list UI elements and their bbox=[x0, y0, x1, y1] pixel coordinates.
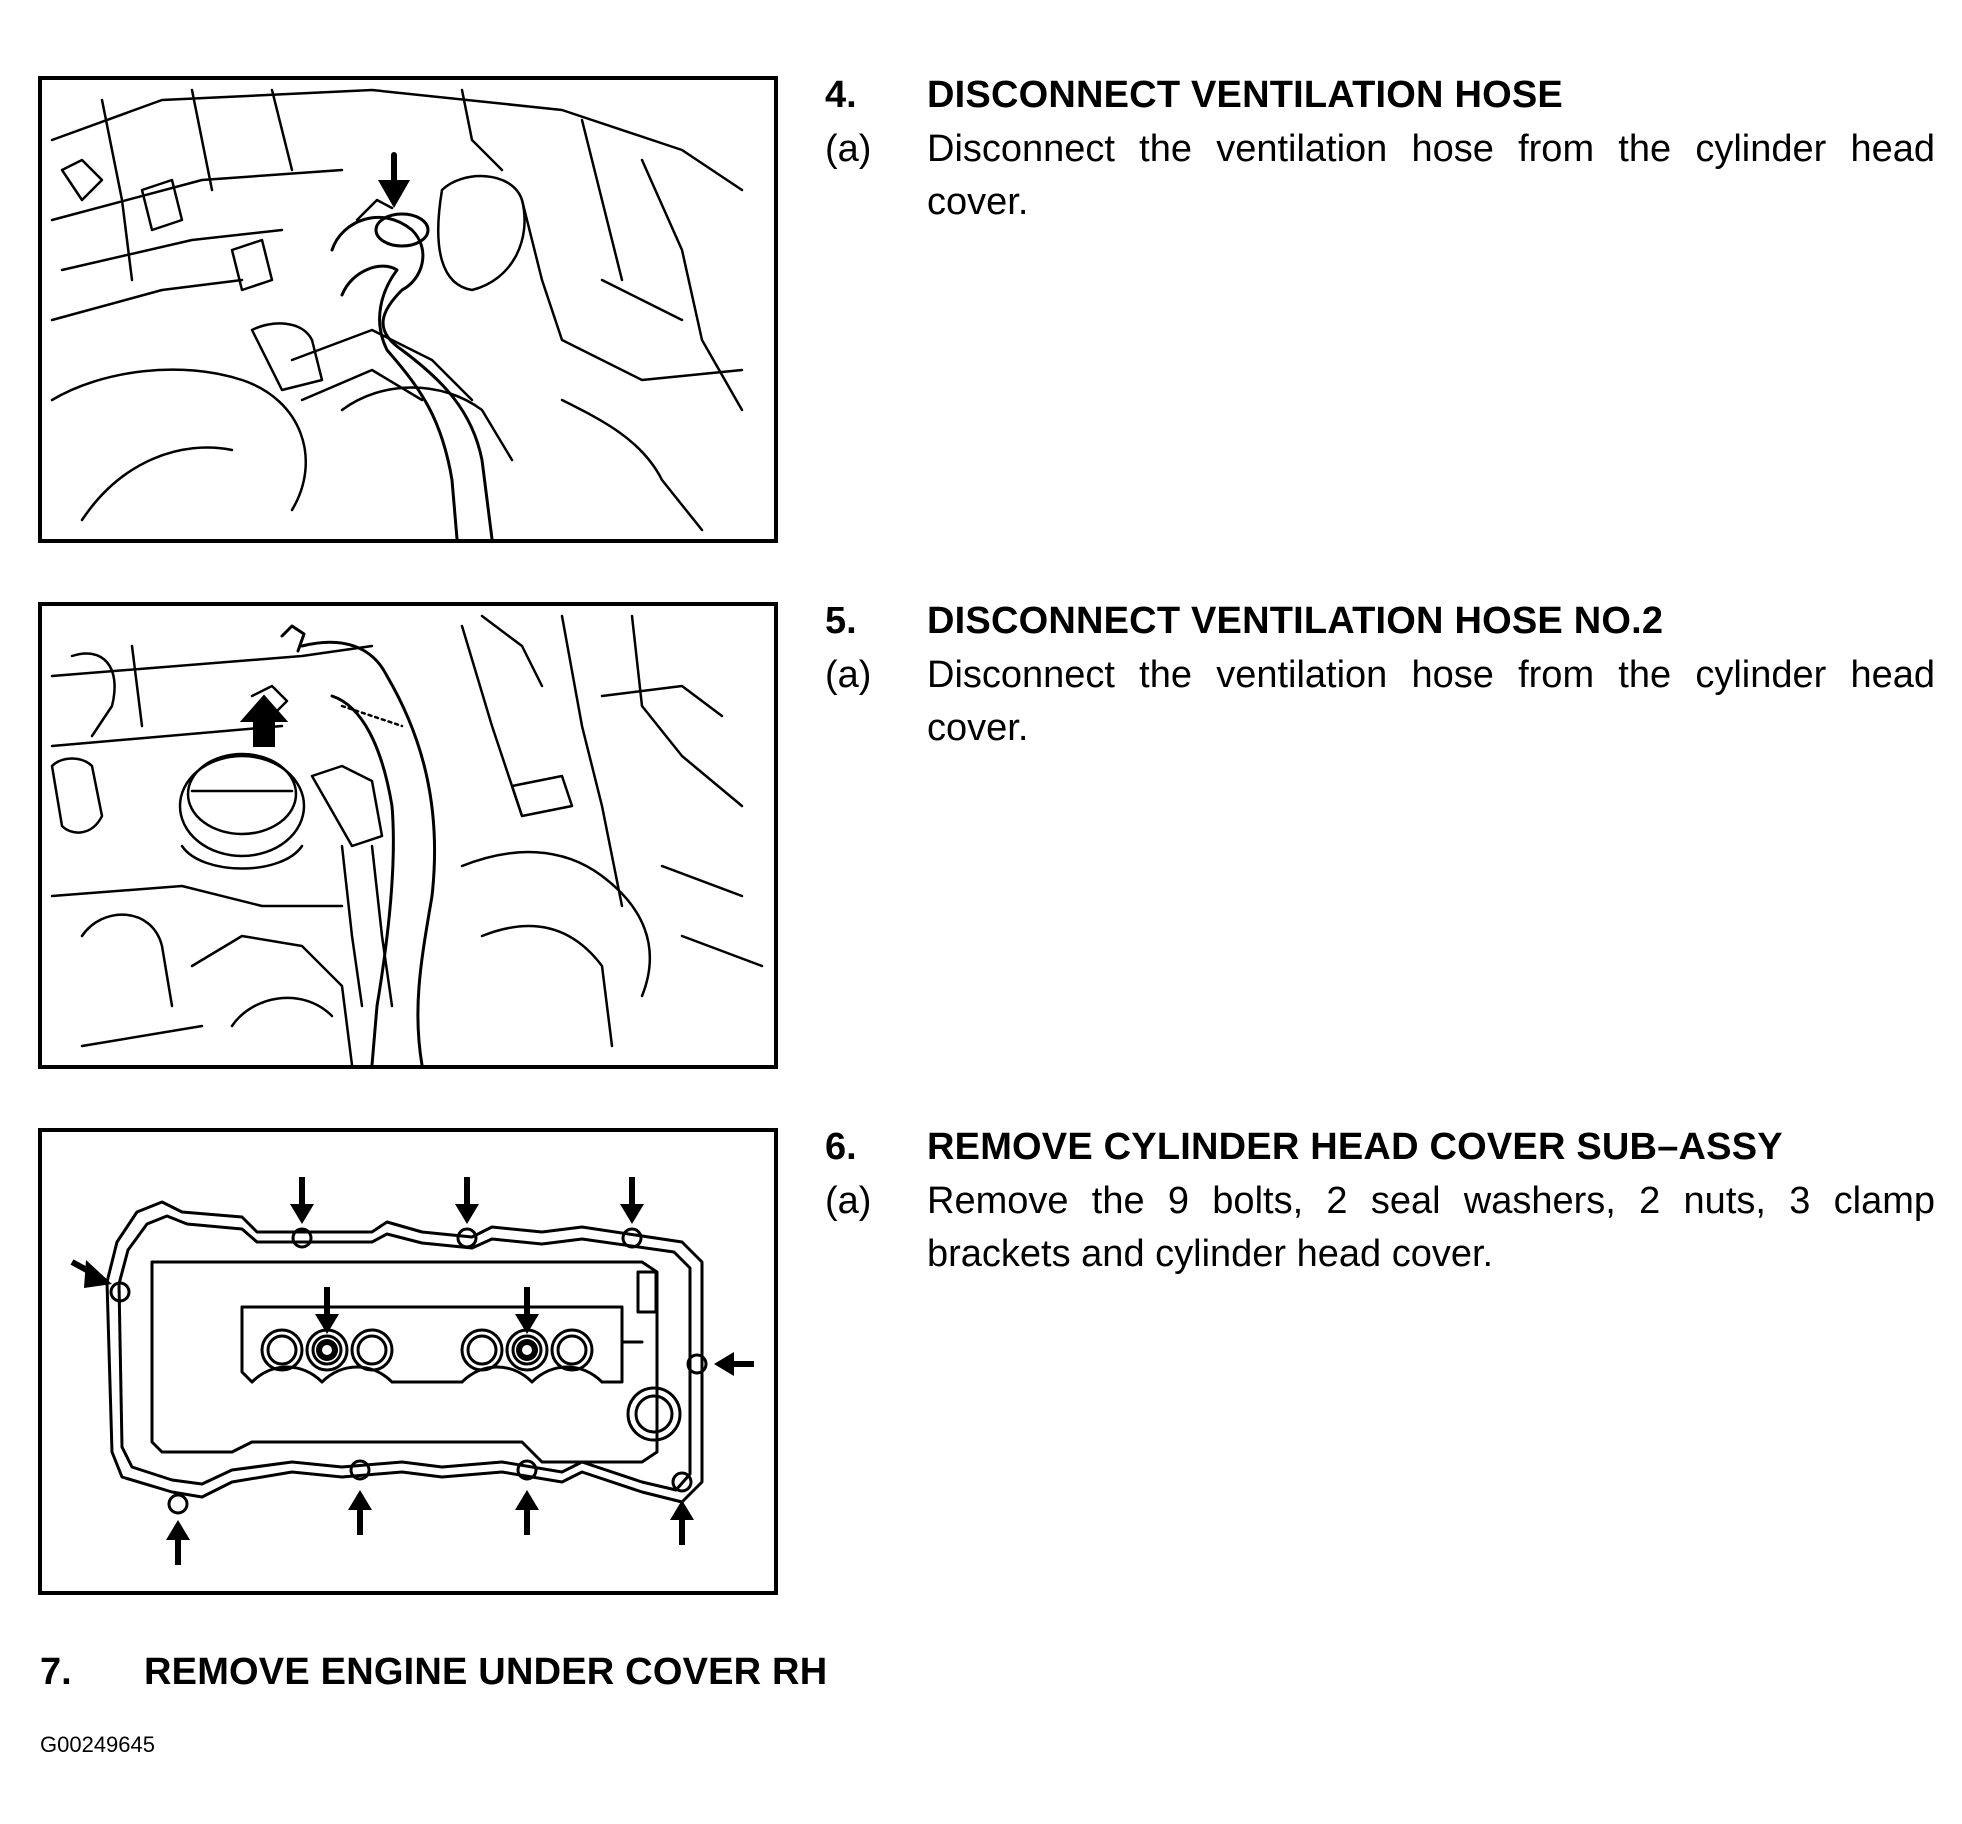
figure-ventilation-hose-no2 bbox=[38, 602, 778, 1069]
ventilation-hose-illustration bbox=[50, 88, 744, 539]
step-4: 4. DISCONNECT VENTILATION HOSE (a) Disco… bbox=[825, 68, 1935, 229]
substep: (a) Disconnect the ventilation hose from… bbox=[825, 649, 1935, 755]
step-heading: 6. REMOVE CYLINDER HEAD COVER SUB–ASSY bbox=[825, 1120, 1935, 1175]
substep-text: Remove the 9 bolts, 2 seal washers, 2 nu… bbox=[927, 1180, 1935, 1275]
step-7: 7. REMOVE ENGINE UNDER COVER RH bbox=[40, 1645, 940, 1700]
substep: (a) Remove the 9 bolts, 2 seal washers, … bbox=[825, 1175, 1935, 1281]
substep-text: Disconnect the ventilation hose from the… bbox=[927, 128, 1935, 223]
cylinder-head-cover-bolts-illustration bbox=[70, 1177, 754, 1565]
step-title: REMOVE CYLINDER HEAD COVER SUB–ASSY bbox=[927, 1126, 1783, 1168]
ventilation-hose-no2-illustration bbox=[50, 614, 764, 1065]
figure-cylinder-head-cover bbox=[38, 1128, 778, 1595]
step-heading: 5. DISCONNECT VENTILATION HOSE NO.2 bbox=[825, 594, 1935, 649]
figure-ventilation-hose bbox=[38, 76, 778, 543]
step-title: DISCONNECT VENTILATION HOSE bbox=[927, 74, 1563, 116]
step-title: REMOVE ENGINE UNDER COVER RH bbox=[144, 1651, 828, 1693]
substep-label: (a) bbox=[825, 654, 872, 696]
step-6: 6. REMOVE CYLINDER HEAD COVER SUB–ASSY (… bbox=[825, 1120, 1935, 1281]
substep: (a) Disconnect the ventilation hose from… bbox=[825, 123, 1935, 229]
substep-label: (a) bbox=[825, 128, 872, 170]
document-code: G00249645 bbox=[40, 1732, 155, 1757]
step-heading: 4. DISCONNECT VENTILATION HOSE bbox=[825, 68, 1935, 123]
step-title: DISCONNECT VENTILATION HOSE NO.2 bbox=[927, 600, 1664, 642]
step-number: 7. bbox=[40, 1651, 72, 1693]
substep-label: (a) bbox=[825, 1180, 872, 1222]
step-number: 5. bbox=[825, 600, 857, 642]
step-number: 6. bbox=[825, 1126, 857, 1168]
step-number: 4. bbox=[825, 74, 857, 116]
step-5: 5. DISCONNECT VENTILATION HOSE NO.2 (a) … bbox=[825, 594, 1935, 755]
substep-text: Disconnect the ventilation hose from the… bbox=[927, 654, 1935, 749]
